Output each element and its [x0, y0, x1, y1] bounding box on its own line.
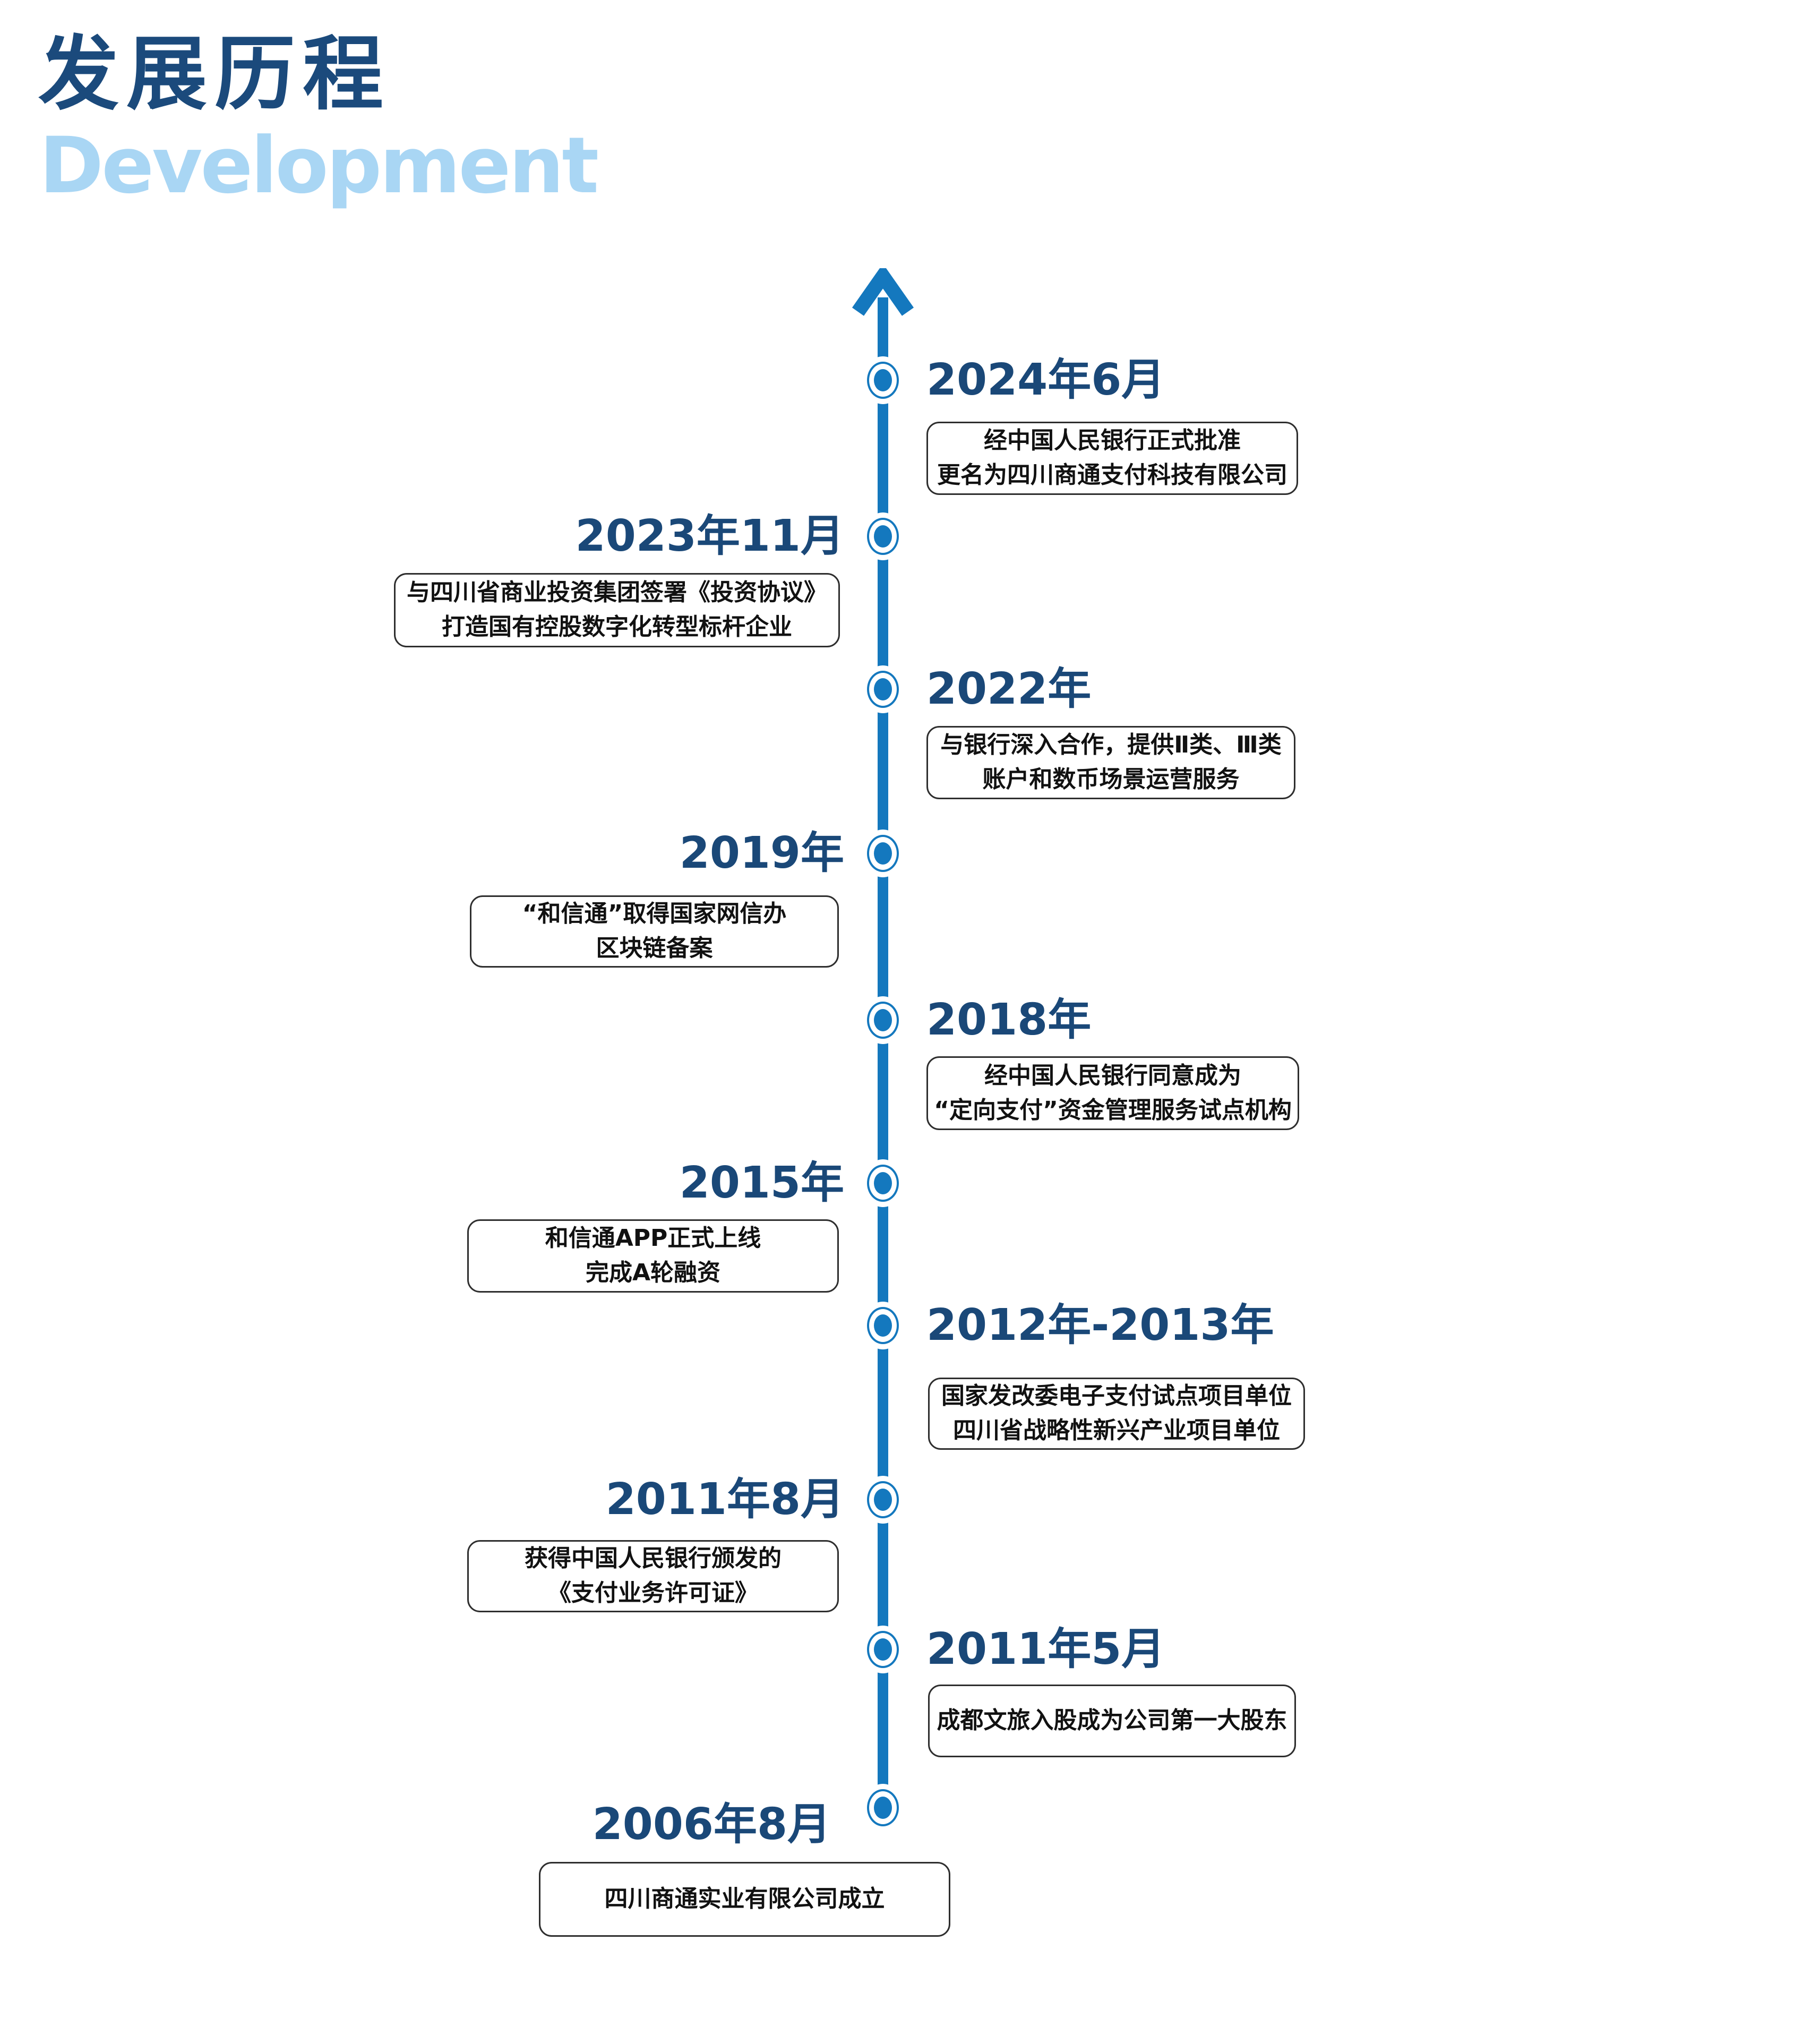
milestone-box: 与四川省商业投资集团签署《投资协议》 打造国有控股数字化转型标杆企业: [394, 573, 840, 647]
page-subtitle: Development: [39, 121, 599, 211]
milestone-box: 与银行深入合作，提供Ⅱ类、Ⅲ类 账户和数币场景运营服务: [926, 726, 1295, 799]
timeline-dot: [863, 1302, 903, 1349]
milestone-date: 2015年: [679, 1158, 844, 1208]
milestone-date: 2018年: [926, 995, 1092, 1045]
milestone-date: 2011年5月: [926, 1624, 1165, 1674]
milestone-date: 2023年11月: [575, 511, 844, 561]
milestone-box: 国家发改委电子支付试点项目单位 四川省战略性新兴产业项目单位: [928, 1378, 1305, 1450]
milestone-text-line: 成都文旅入股成为公司第一大股东: [937, 1707, 1287, 1734]
milestone-text-line: 四川商通实业有限公司成立: [604, 1885, 885, 1913]
milestone-text-line: 经中国人民银行同意成为: [984, 1062, 1241, 1089]
page-title: 发展历程: [38, 27, 391, 121]
milestone-text-line: 更名为四川商通支付科技有限公司: [937, 461, 1287, 489]
timeline-arrow-icon: [852, 268, 914, 316]
milestone-text-line: 《支付业务许可证》: [548, 1579, 758, 1606]
milestone-box: 获得中国人民银行颁发的 《支付业务许可证》: [467, 1540, 839, 1612]
milestone-date: 2019年: [679, 828, 844, 878]
milestone-box: 成都文旅入股成为公司第一大股东: [928, 1685, 1296, 1757]
milestone-box: 经中国人民银行同意成为 “定向支付”资金管理服务试点机构: [926, 1056, 1299, 1130]
timeline-dot: [863, 512, 903, 560]
milestone-date: 2022年: [926, 664, 1092, 714]
milestone-date: 2006年8月: [592, 1799, 831, 1850]
milestone-text-line: 经中国人民银行正式批准: [984, 427, 1241, 455]
milestone-text-line: 与四川省商业投资集团签署《投资协议》: [407, 579, 827, 606]
milestone-text-line: “定向支付”资金管理服务试点机构: [934, 1096, 1292, 1124]
timeline-dot: [863, 1476, 903, 1524]
milestone-text-line: “和信通”取得国家网信办: [522, 900, 787, 928]
milestone-box: 经中国人民银行正式批准 更名为四川商通支付科技有限公司: [926, 422, 1298, 495]
milestone-text-line: 与银行深入合作，提供Ⅱ类、Ⅲ类: [940, 731, 1282, 759]
timeline-dot: [863, 1159, 903, 1207]
timeline-dot: [863, 1784, 903, 1832]
milestone-box: “和信通”取得国家网信办 区块链备案: [470, 895, 839, 968]
milestone-text-line: 和信通APP正式上线: [545, 1225, 761, 1252]
milestone-text-line: 国家发改委电子支付试点项目单位: [941, 1382, 1292, 1410]
milestone-date: 2011年8月: [605, 1474, 844, 1525]
milestone-box: 四川商通实业有限公司成立: [539, 1862, 950, 1937]
timeline-dot: [863, 356, 903, 404]
milestone-date: 2012年-2013年: [926, 1300, 1274, 1350]
milestone-date: 2024年6月: [926, 355, 1165, 405]
milestone-box: 和信通APP正式上线 完成A轮融资: [467, 1219, 839, 1293]
milestone-text-line: 获得中国人民银行颁发的: [525, 1545, 782, 1572]
milestone-text-line: 四川省战略性新兴产业项目单位: [953, 1417, 1280, 1444]
timeline-dot: [863, 1626, 903, 1673]
timeline-dot: [863, 996, 903, 1044]
milestone-text-line: 账户和数币场景运营服务: [982, 766, 1240, 793]
timeline-dot: [863, 665, 903, 713]
milestone-text-line: 打造国有控股数字化转型标杆企业: [442, 613, 792, 640]
milestone-text-line: 区块链备案: [596, 935, 713, 962]
timeline-dot: [863, 830, 903, 877]
milestone-text-line: 完成A轮融资: [585, 1259, 721, 1286]
